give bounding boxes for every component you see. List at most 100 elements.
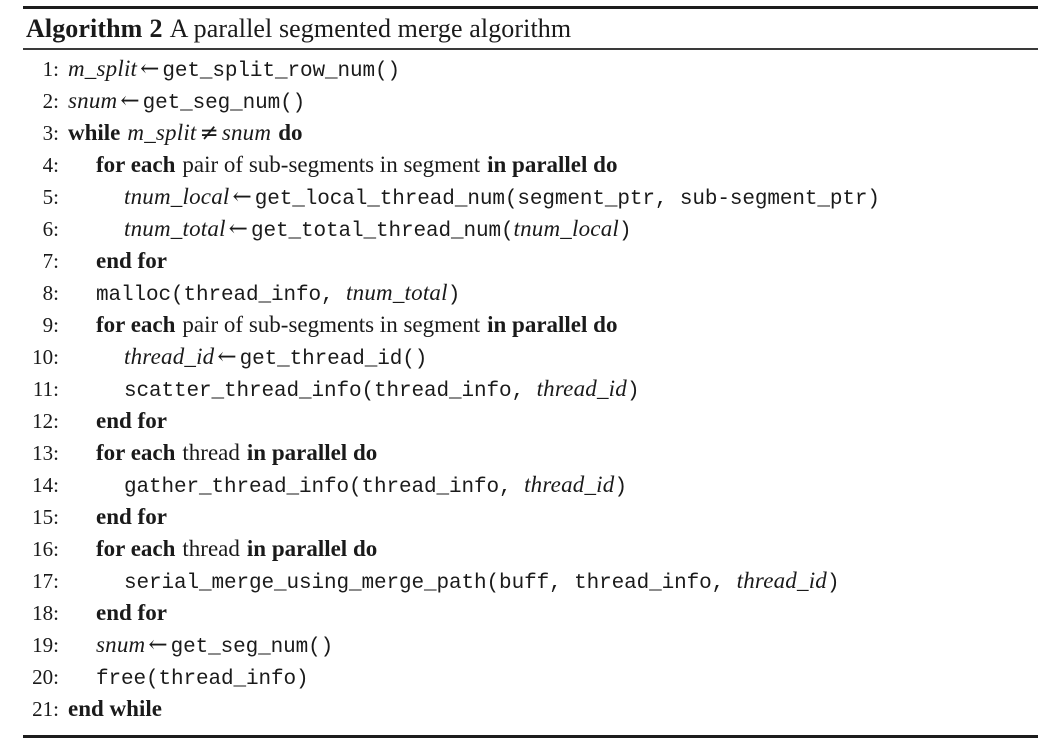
line-content: malloc(thread_info, tnum_total) xyxy=(68,280,1038,307)
algorithm-line: 1m_split←get_split_row_num() xyxy=(23,56,1038,88)
token-fn: ) xyxy=(447,284,461,307)
algorithm-line: 2snum←get_seg_num() xyxy=(23,88,1038,120)
token-var: thread_id xyxy=(524,472,615,497)
token-fn: get_thread_id() xyxy=(239,348,428,371)
line-number: 3 xyxy=(23,121,68,146)
token-kw: for each xyxy=(96,152,176,177)
algorithm-caption-rule xyxy=(23,48,1038,50)
algorithm-line: 6tnum_total←get_total_thread_num(tnum_lo… xyxy=(23,216,1038,248)
token-var: tnum_total xyxy=(124,216,226,241)
token-fn: get_seg_num() xyxy=(170,636,334,659)
algorithm-top-rule xyxy=(23,6,1038,9)
token-var: tnum_total xyxy=(346,280,448,305)
token-txt: thread xyxy=(182,440,240,465)
line-number: 11 xyxy=(23,377,68,402)
token-fn: get_seg_num() xyxy=(142,92,306,115)
line-content: gather_thread_info(thread_info, thread_i… xyxy=(68,472,1038,499)
algorithm-line: 10thread_id←get_thread_id() xyxy=(23,344,1038,376)
token-fn: malloc(thread_info, xyxy=(96,284,347,307)
token-op: ← xyxy=(140,56,160,82)
token-var: m_split xyxy=(68,56,138,81)
token-fn: free(thread_info) xyxy=(96,668,309,691)
token-var: snum xyxy=(68,88,118,113)
algorithm-line: 11 scatter_thread_info(thread_info, threa… xyxy=(23,376,1038,408)
algorithm-line: 7 end for xyxy=(23,248,1038,280)
token-fn: ) xyxy=(614,476,627,499)
line-number: 16 xyxy=(23,537,68,562)
token-fn: get_split_row_num() xyxy=(162,60,400,83)
token-var: snum xyxy=(221,120,272,145)
line-content: free(thread_info) xyxy=(68,664,1038,691)
line-number: 14 xyxy=(23,473,68,498)
token-fn: get_local_thread_num(segment_ptr, sub-se… xyxy=(254,188,880,211)
line-content: snum←get_seg_num() xyxy=(68,88,1038,115)
line-number: 6 xyxy=(23,217,68,242)
token-kw: end for xyxy=(96,600,167,625)
token-kw: in parallel do xyxy=(487,152,618,177)
line-number: 12 xyxy=(23,409,68,434)
token-op: ← xyxy=(148,632,168,658)
algorithm-line: 17 serial_merge_using_merge_path(buff, th… xyxy=(23,568,1038,600)
token-kw: in parallel do xyxy=(487,312,618,337)
token-kw: end while xyxy=(68,696,162,721)
line-number: 4 xyxy=(23,153,68,178)
token-op: ← xyxy=(120,88,140,114)
line-number: 5 xyxy=(23,185,68,210)
algorithm-line: 18 end for xyxy=(23,600,1038,632)
line-number: 2 xyxy=(23,89,68,114)
line-content: thread_id←get_thread_id() xyxy=(68,344,1038,371)
token-kw: in parallel do xyxy=(246,536,378,561)
algorithm-caption-number: 2 xyxy=(149,14,163,43)
line-number: 7 xyxy=(23,249,68,274)
line-number: 15 xyxy=(23,505,68,530)
algorithm-line: 8malloc(thread_info, tnum_total) xyxy=(23,280,1038,312)
line-content: tnum_total←get_total_thread_num(tnum_loc… xyxy=(68,216,1038,243)
token-var: thread_id xyxy=(536,376,627,401)
line-content: tnum_local←get_local_thread_num(segment_… xyxy=(68,184,1038,211)
algorithm-line: 12end for xyxy=(23,408,1038,440)
token-kw: end for xyxy=(96,504,167,529)
token-kw: for each xyxy=(96,536,176,561)
line-number: 18 xyxy=(23,601,68,626)
token-fn: scatter_thread_info(thread_info, xyxy=(124,380,537,403)
line-content: end while xyxy=(68,696,1038,722)
line-number: 8 xyxy=(23,281,68,306)
token-op: ← xyxy=(228,216,248,242)
token-txt: thread xyxy=(182,536,240,561)
token-fn: ) xyxy=(619,220,632,243)
algorithm-caption-title: A parallel segmented merge algorithm xyxy=(169,14,572,43)
algorithm-line: 15 end for xyxy=(23,504,1038,536)
token-kw: for each xyxy=(96,312,176,337)
line-content: m_split←get_split_row_num() xyxy=(68,56,1038,83)
line-number: 1 xyxy=(23,57,68,82)
token-fn: ) xyxy=(626,380,640,403)
line-content: serial_merge_using_merge_path(buff, thre… xyxy=(68,568,1038,595)
token-fn: serial_merge_using_merge_path(buff, thre… xyxy=(124,572,737,595)
token-var: tnum_local xyxy=(124,184,230,209)
line-number: 21 xyxy=(23,697,68,722)
token-op: ← xyxy=(232,184,252,210)
token-kw: while xyxy=(68,120,121,145)
token-fn: get_total_thread_num( xyxy=(250,220,514,243)
line-number: 20 xyxy=(23,665,68,690)
token-fn: gather_thread_info(thread_info, xyxy=(124,476,525,499)
token-var: m_split xyxy=(127,120,197,145)
line-number: 17 xyxy=(23,569,68,594)
algorithm-lines: 1m_split←get_split_row_num()2snum←get_se… xyxy=(23,50,1038,735)
token-op: ← xyxy=(217,344,237,370)
algorithm-line: 5tnum_local←get_local_thread_num(segment… xyxy=(23,184,1038,216)
line-number: 19 xyxy=(23,633,68,658)
token-kw: in parallel do xyxy=(246,440,378,465)
line-number: 10 xyxy=(23,345,68,370)
token-var: snum xyxy=(96,632,146,657)
token-txt: pair of sub-segments in segment xyxy=(182,312,481,337)
token-kw: end for xyxy=(96,248,167,273)
